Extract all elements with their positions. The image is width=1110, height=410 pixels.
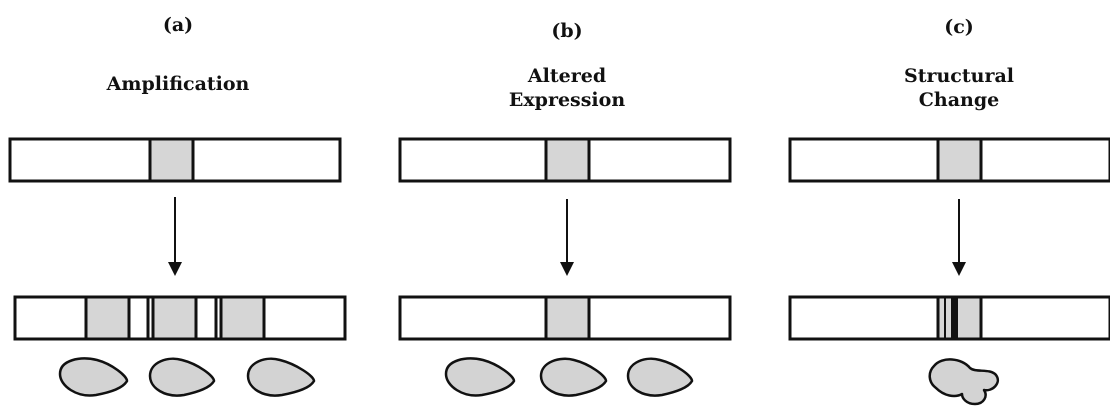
panel-c-mutation-band (951, 297, 958, 339)
panel-a-gene-top (148, 137, 195, 183)
panel-b-protein-1 (444, 357, 516, 397)
panel-b-title: Altered Expression (447, 64, 687, 112)
panel-c-gene-top (936, 137, 983, 183)
panel-a-arrowhead (168, 262, 182, 276)
panel-a-gene-copy-2 (151, 295, 198, 341)
panel-a-protein-3 (246, 357, 316, 397)
panel-a-gene-copy-3 (219, 295, 266, 341)
panel-b-gene-top (544, 137, 591, 183)
panel-a-protein-1 (58, 357, 129, 397)
panel-b-title-line-2: Expression (508, 89, 626, 111)
panel-a-title: Amplification (58, 72, 298, 96)
panel-c-title-line-2: Change (918, 89, 1000, 111)
panel-a-graphics (8, 137, 347, 397)
panel-c-altered-protein (928, 358, 1000, 406)
panel-c-title-line-1: Structural (903, 65, 1015, 87)
panel-c-arrowhead (952, 262, 966, 276)
panel-b-protein-2 (539, 357, 608, 397)
panel-a-gene-copy-1 (84, 295, 131, 341)
panel-a-protein-2 (148, 357, 216, 397)
panel-b-gene-bottom (544, 295, 591, 341)
panel-c-letter: (c) (944, 16, 974, 38)
panel-a-title-line: Amplification (106, 73, 250, 95)
panel-b-letter: (b) (551, 20, 583, 42)
panel-b-graphics (398, 137, 732, 397)
panel-c-title: Structural Change (839, 64, 1079, 112)
panel-b-arrowhead (560, 262, 574, 276)
panel-c-graphics (788, 137, 1110, 406)
panel-b-title-line-1: Altered (527, 65, 607, 87)
panel-a-letter: (a) (162, 14, 194, 36)
panel-b-protein-3 (626, 357, 694, 397)
